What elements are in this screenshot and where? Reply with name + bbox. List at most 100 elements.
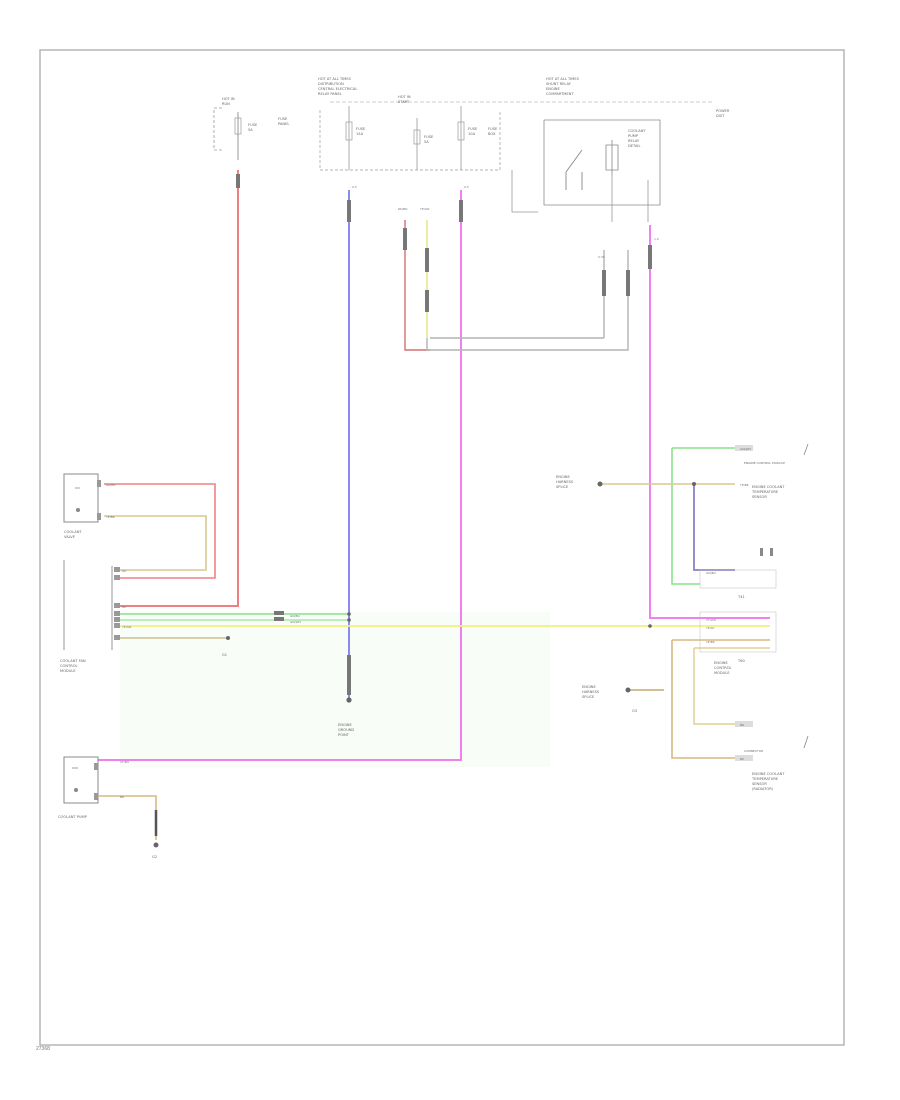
wire-tan-lower xyxy=(671,639,770,759)
wire-tan-pump xyxy=(98,795,157,840)
fuse-box-outline xyxy=(319,110,501,171)
label-relay-2: PUMP xyxy=(628,134,639,138)
code-brown-1: BR xyxy=(120,795,124,799)
code-tan-2: YE/BK xyxy=(706,640,716,644)
code-red-3: RD xyxy=(122,605,127,609)
label-coolant-valve-1: COOLANT xyxy=(64,530,82,534)
wire-purple-right xyxy=(693,484,735,571)
connector-markers xyxy=(236,174,652,695)
label-sensor-rt-2: TEMPERATURE xyxy=(751,490,779,494)
code-loop-gray: 0.35 xyxy=(598,255,605,259)
label-fuse-bus-4: RELAY PANEL xyxy=(318,92,342,96)
label-fuse2-a: FUSE xyxy=(424,135,434,139)
wire-loop-gray xyxy=(426,250,629,351)
label-harness-mid-3: SPLICE xyxy=(582,695,595,699)
label-ecm-1: ENGINE CONTROL MODULE xyxy=(744,461,785,465)
sensor-top-right xyxy=(735,443,809,456)
wire-tan-valve xyxy=(104,515,207,571)
coolant-valve xyxy=(63,473,101,523)
wire-red-valve xyxy=(104,483,216,579)
code-tan-rb2: BK xyxy=(740,757,745,761)
footer-reference: 27368 xyxy=(36,1046,50,1052)
fuse-left-element xyxy=(234,117,242,135)
label-cooling-module-2: CONTROL xyxy=(60,664,78,668)
label-sensor-rt-3: SENSOR xyxy=(752,495,767,499)
label-hot-start-a: HOT IN xyxy=(398,95,411,99)
label-sensor-mid-3: MODULE xyxy=(714,671,730,675)
label-fuse-panel-1: FUSE xyxy=(278,117,288,121)
label-fuse1-b: 15A xyxy=(356,132,364,136)
label-harness-left-3: SPLICE xyxy=(556,485,569,489)
relay-switch xyxy=(565,149,583,190)
wire-tan-lower-2 xyxy=(693,647,770,725)
label-sensor-mid-1: ENGINE xyxy=(714,661,728,665)
label-relay-box-2: SHUNT RELAY xyxy=(546,82,572,86)
wire-loop-red xyxy=(404,220,430,351)
highlight-band xyxy=(120,612,550,767)
label-fuse-bus-2: DISTRIBUTION xyxy=(318,82,344,86)
label-cooling-module-3: MODULE xyxy=(60,669,76,673)
label-relay-box-3: ENGINE xyxy=(546,87,560,91)
label-relay-3: RELAY xyxy=(628,139,640,143)
ecm-connector-upper xyxy=(699,548,777,589)
code-green-r: GN/WH xyxy=(740,447,751,451)
code-purple: GN/BU xyxy=(706,571,716,575)
code-yellow-1: YE/GN xyxy=(122,625,131,629)
label-cooling-module-1: COOLANT FAN xyxy=(60,659,86,663)
wire-red-main xyxy=(120,170,239,607)
label-ground-g3: G3 xyxy=(632,709,637,713)
label-engine-ground-3: POINT xyxy=(338,733,350,737)
coolant-pump xyxy=(63,756,99,804)
label-engine-ground-2: GROUND xyxy=(338,728,354,732)
label-sensor-rb-2: TEMPERATURE xyxy=(751,777,779,781)
wire-violet-right xyxy=(649,225,770,619)
label-relay-1: COOLANT xyxy=(628,129,646,133)
code-green-2: GN/WH xyxy=(290,620,301,624)
fuse-stub-left xyxy=(213,107,222,151)
ecm-connector-lower xyxy=(699,611,777,653)
label-coolant-valve-2: VALVE xyxy=(64,535,76,539)
label-power-dist-1: POWER xyxy=(716,109,730,113)
label-fuse-top-2: 5A xyxy=(248,128,253,132)
code-tan-r: YE/BK xyxy=(740,483,750,487)
code-red-1: RD/BK xyxy=(106,483,116,487)
label-fuse2-b: 5A xyxy=(424,140,429,144)
code-blue: 0.5 xyxy=(352,185,357,189)
label-relay-4: DETAIL xyxy=(628,144,640,148)
code-violet-1: VT/BU xyxy=(120,760,129,764)
code-tan-rb: BR xyxy=(740,723,744,727)
relay-lead-left xyxy=(511,170,538,213)
label-power-dist-2: DIST xyxy=(716,114,725,118)
cooling-module xyxy=(63,560,120,650)
label-sensor-rb-3: SENSOR xyxy=(752,782,767,786)
label-hot-run-1: HOT IN xyxy=(222,97,235,101)
label-fuse3-a: FUSE xyxy=(468,127,478,131)
label-coolant-pump: COOLANT PUMP xyxy=(58,815,88,819)
label-hot-run-2: RUN xyxy=(222,102,230,106)
label-fuse-bus-3: CENTRAL ELECTRICAL xyxy=(318,87,357,91)
label-harness-mid-2: HARNESS xyxy=(582,690,600,694)
code-loop-yellow: YE/GN xyxy=(420,207,429,211)
code-loop-red: RD/BK xyxy=(398,207,408,211)
label-relay-box-4: COMPARTMENT xyxy=(546,92,574,96)
wire-green-right-v xyxy=(671,448,700,585)
code-tan-1: YE/BK xyxy=(106,515,116,519)
label-harness-mid-1: ENGINE xyxy=(582,685,596,689)
label-fuse-box-a: FUSE xyxy=(488,127,498,131)
sensor-bottom-right xyxy=(735,721,809,761)
label-pin-t60: T60 xyxy=(737,659,745,663)
label-engine-ground-1: ENGINE xyxy=(338,723,352,727)
label-fuse-panel-2: PANEL xyxy=(278,122,289,126)
code-yellow-2: YE/GY xyxy=(706,626,715,630)
label-ground-g1: G1 xyxy=(222,653,227,657)
relay-box-outline xyxy=(543,119,661,206)
label-sensor-rb-1: ENGINE COOLANT xyxy=(752,772,785,776)
label-fuse-box-b: BOX xyxy=(488,132,496,136)
label-fuse-top-1: FUSE xyxy=(248,123,258,127)
code-green-1: GN/BU xyxy=(290,614,300,618)
diagram-frame xyxy=(39,49,845,1046)
label-relay-box-1: HOT AT ALL TIMES xyxy=(546,77,580,81)
wire-violet-pump xyxy=(98,190,462,761)
relay-coil xyxy=(605,140,619,175)
